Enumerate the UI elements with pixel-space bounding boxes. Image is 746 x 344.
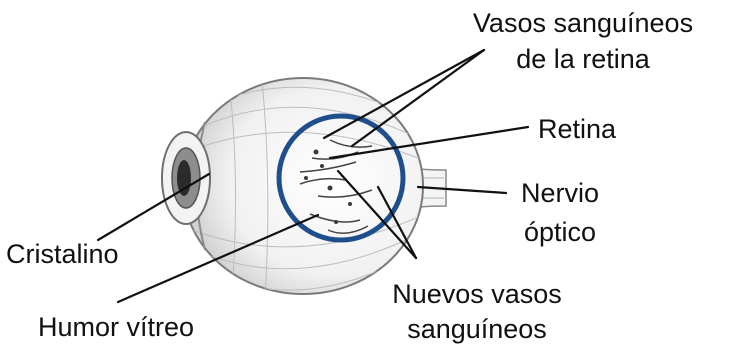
label-nuevos-line1: Nuevos vasos — [392, 279, 562, 309]
label-nuevos-line2: sanguíneos — [407, 314, 547, 344]
eye-globe — [183, 78, 423, 294]
label-nervio-line1: Nervio — [521, 178, 599, 208]
label-retina: Retina — [538, 114, 617, 144]
label-humor-vitreo: Humor vítreo — [38, 312, 194, 342]
label-cristalino: Cristalino — [6, 239, 119, 269]
label-nervio-line2: óptico — [524, 217, 596, 247]
label-vasos-retina-line2: de la retina — [516, 44, 651, 74]
label-vasos-retina-line1: Vasos sanguíneos — [473, 8, 693, 38]
